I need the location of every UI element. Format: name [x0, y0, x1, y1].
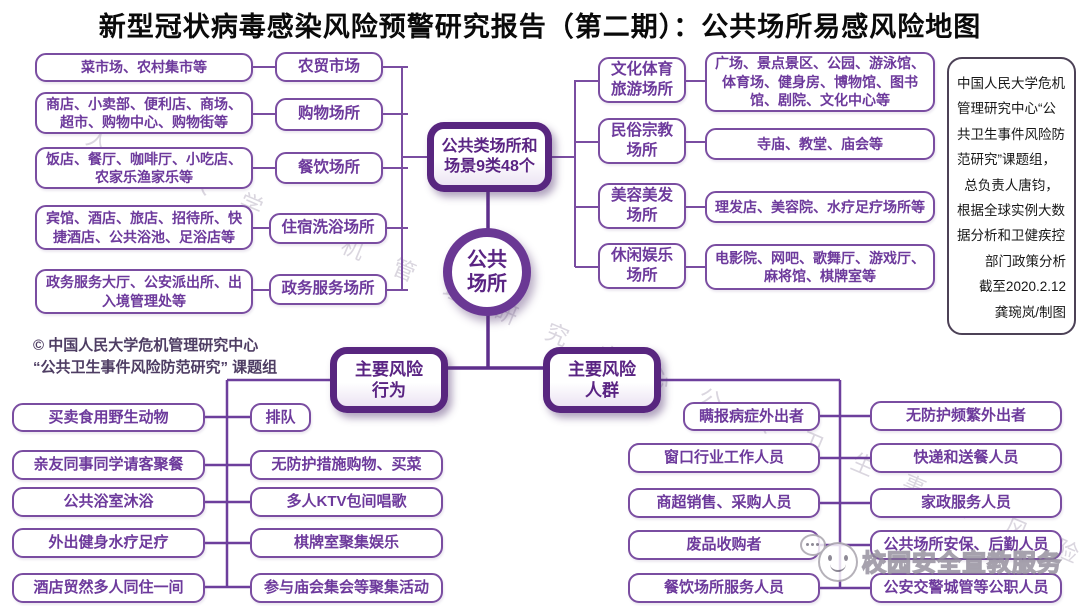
info-panel-line: 据分析和卫健疾控: [957, 228, 1065, 244]
category-box: 休闲娱乐 场所: [598, 243, 686, 289]
risk-behavior-box: 外出健身水疗足疗: [12, 528, 205, 558]
risk-group-box: 无防护频繁外出者: [870, 401, 1062, 431]
category-line2: 场所: [626, 142, 658, 159]
info-panel-line: 范研究”课题组，: [957, 152, 1056, 168]
risk-group-box: 窗口行业工作人员: [628, 443, 820, 473]
info-panel-line: 中国人民大学危机: [957, 76, 1065, 91]
risk-behavior-box: 排队: [250, 403, 311, 432]
center-node-line1: 公共: [467, 249, 507, 271]
category-box: 文化体育 旅游场所: [598, 57, 686, 103]
main-title: 新型冠状病毒感染风险预警研究报告（第二期）：公共场所易感风险地图: [98, 12, 982, 42]
risk-behavior-box: 多人KTV包间唱歌: [250, 487, 443, 517]
risk-behavior-box: 公共浴室沐浴: [12, 487, 205, 517]
category-box: 餐饮场所: [275, 152, 383, 184]
risk-behavior-box: 买卖食用野生动物: [12, 403, 205, 432]
info-panel-line: 根据全球实例大数: [957, 203, 1065, 219]
example-box: 宾馆、酒店、旅店、招待所、快捷酒店、公共浴池、足浴店等: [35, 205, 253, 250]
category-line1: 休闲娱乐: [610, 246, 673, 264]
risk-behavior-node: 主要风险 行为: [330, 347, 448, 413]
risk-group-box: 餐饮场所服务人员: [628, 573, 820, 603]
example-box: 菜市场、农村集市等: [35, 53, 253, 82]
category-line1: 文化体育: [610, 60, 673, 78]
center-circle-node: 公共 场所: [443, 228, 531, 316]
risk-group-box: 商超销售、采购人员: [628, 488, 820, 518]
risk-behavior-box: 参与庙会集会等聚集活动: [250, 573, 443, 603]
info-panel-line: 部门政策分析: [985, 253, 1066, 269]
risk-behavior-box: 无防护措施购物、买菜: [250, 450, 443, 480]
info-panel-line: 截至2020.2.12: [978, 279, 1066, 295]
risk-behavior-box: 酒店贸然多人同住一间: [12, 573, 205, 603]
hub-node: 公共类场所和 场景9类48个: [427, 122, 552, 192]
category-box: 民俗宗教 场所: [598, 118, 686, 164]
category-line2: 旅游场所: [610, 81, 673, 98]
example-box: 寺庙、教堂、庙会等: [705, 128, 935, 160]
info-panel-line: 龚琬岚/制图: [994, 304, 1066, 320]
example-box: 商店、小卖部、便利店、商场、超市、购物中心、购物街等: [35, 92, 253, 134]
risk-group-node-line1: 主要风险: [568, 359, 636, 379]
risk-group-box: 废品收购者: [628, 530, 820, 560]
hub-node-line1: 公共类场所和: [441, 138, 538, 155]
risk-group-node-line2: 人群: [585, 381, 619, 400]
risk-group-box: 家政服务人员: [870, 488, 1062, 518]
risk-group-node: 主要风险 人群: [543, 347, 661, 413]
category-line1: 民俗宗教: [610, 121, 673, 139]
center-node-line2: 场所: [467, 273, 507, 295]
category-box: 政务服务场所: [269, 274, 387, 305]
risk-behavior-node-line1: 主要风险: [355, 359, 423, 379]
copyright-note: © 中国人民大学危机管理研究中心 “公共卫生事件风险防范研究” 课题组: [33, 335, 393, 379]
info-panel-line: 总负责人唐钧，: [964, 177, 1059, 193]
example-box: 电影院、网吧、歌舞厅、游戏厅、麻将馆、棋牌室等: [705, 244, 935, 290]
category-box: 住宿洗浴场所: [269, 213, 387, 244]
example-box: 政务服务大厅、公安派出所、出入境管理处等: [35, 269, 253, 314]
copyright-line1: © 中国人民大学危机管理研究中心: [33, 337, 259, 354]
category-box: 农贸市场: [275, 52, 383, 82]
risk-group-box: 瞒报病症外出者: [683, 402, 820, 431]
category-line2: 场所: [626, 207, 658, 224]
risk-behavior-box: 亲友同事同学请客聚餐: [12, 450, 205, 480]
info-panel-line: 管理研究中心“公: [957, 101, 1056, 117]
risk-behavior-box: 棋牌室聚集娱乐: [250, 528, 443, 558]
copyright-line2: “公共卫生事件风险防范研究” 课题组: [33, 358, 278, 376]
category-box: 购物场所: [275, 98, 383, 131]
category-line2: 场所: [626, 267, 658, 284]
example-box: 饭店、餐厅、咖啡厅、小吃店、农家乐渔家乐等: [35, 147, 253, 189]
example-box: 广场、景点景区、公园、游泳馆、体育场、健身房、博物馆、图书馆、剧院、文化中心等: [705, 52, 935, 112]
info-panel: 中国人民大学危机 管理研究中心“公 共卫生事件风险防 范研究”课题组， 总负责人…: [947, 57, 1076, 335]
category-box: 美容美发 场所: [598, 183, 686, 229]
risk-behavior-node-line2: 行为: [372, 381, 406, 400]
hub-node-line2: 场景9类48个: [444, 158, 535, 175]
risk-group-box: 公安交警城管等公职人员: [870, 573, 1062, 603]
info-panel-line: 共卫生事件风险防: [957, 126, 1065, 142]
category-line1: 美容美发: [610, 186, 673, 204]
risk-group-box: 公共场所安保、后勤人员: [870, 530, 1062, 560]
risk-group-box: 快递和送餐人员: [870, 443, 1062, 473]
example-box: 理发店、美容院、水疗足疗场所等: [705, 191, 935, 223]
